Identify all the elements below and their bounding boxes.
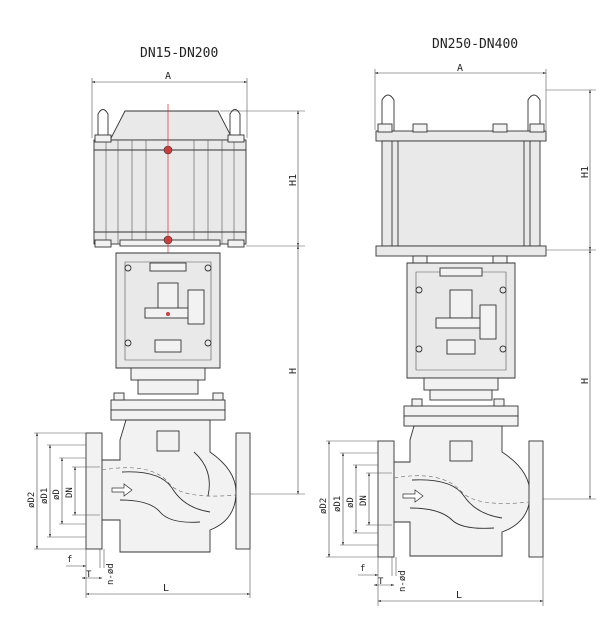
right-dim-h-label: H [580,378,591,384]
right-drawing-title: DN250-DN400 [432,37,518,52]
left-yoke [115,252,221,395]
right-dim-dn-label: DN [359,495,369,506]
right-dim-d-label: øD [346,497,356,508]
left-bonnet [110,392,226,421]
right-dim-f-label: f [360,564,365,574]
left-dim-f-label: f [67,555,72,565]
left-dim-h-label: H [288,368,299,374]
right-dim-d1-label: øD1 [333,496,343,512]
left-dim-d-label: øD [52,489,62,500]
right-dim-h1-label: H1 [580,166,591,178]
right-dim-a-label: A [457,63,463,74]
left-dim-h1-label: H1 [288,174,299,186]
right-valve-body [377,425,544,558]
left-actuator [93,109,247,248]
right-dim-d2-label: øD2 [319,498,329,514]
left-dim-nd-label: n-ød [106,563,116,585]
left-dim-d2-label: øD2 [27,492,37,508]
right-dim-t-label: T [378,577,384,587]
right-valve-drawing: DN250-DN400 A [319,37,596,606]
left-dim-a-label: A [165,71,171,82]
right-dim-nd-label: n-ød [398,570,408,592]
left-dim-dn-label: DN [65,487,75,498]
left-drawing-title: DN15-DN200 [140,46,218,61]
right-actuator [375,94,547,264]
right-dim-l-label: L [456,590,462,601]
left-valve-body [85,419,251,553]
right-yoke [406,262,516,401]
right-bonnet [403,398,519,427]
left-dim-d1-label: øD1 [40,488,50,504]
left-dim-t-label: T [86,570,92,580]
left-valve-drawing: DN15-DN200 A [27,46,305,598]
left-dim-l-label: L [163,583,169,594]
